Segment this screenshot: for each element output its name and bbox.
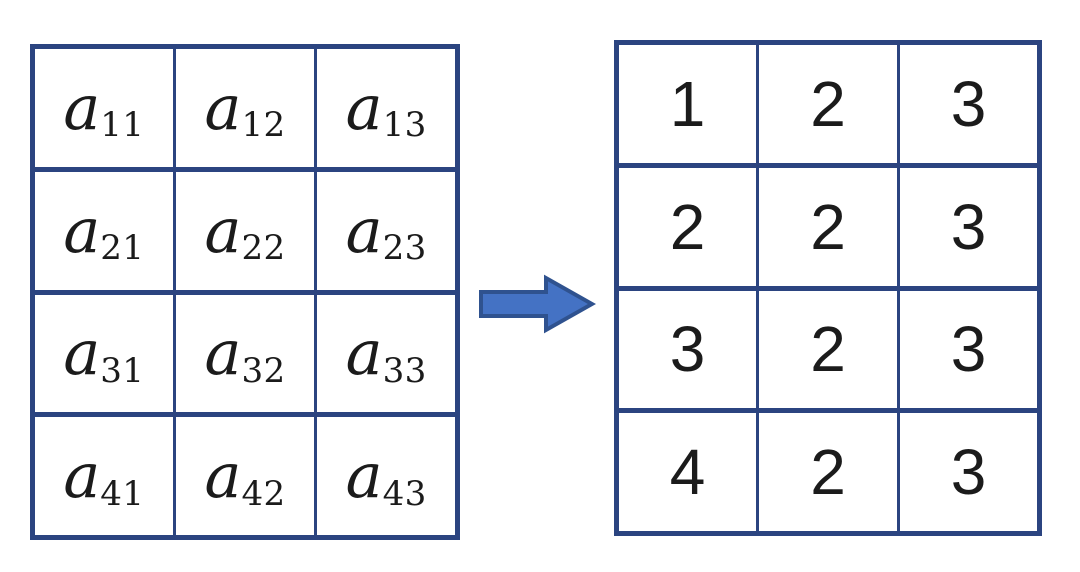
- cell-symbol: a: [345, 70, 383, 144]
- cell-symbol: a: [204, 70, 242, 144]
- cell-subscript: 42: [241, 473, 286, 514]
- matrix-cell: a33: [314, 289, 459, 418]
- matrix-cell: a22: [172, 166, 318, 295]
- cell-subscript: 12: [241, 105, 286, 146]
- matrix-cell: a23: [314, 166, 459, 295]
- matrix-cell-value: 2: [756, 40, 900, 168]
- cell-subscript: 13: [382, 105, 427, 146]
- cell-subscript: 11: [100, 105, 145, 146]
- cell-symbol: a: [63, 439, 101, 513]
- cell-symbol: a: [345, 316, 383, 390]
- cell-subscript: 41: [100, 473, 145, 514]
- matrix-cell: a43: [314, 412, 459, 540]
- matrix-cell-value: 3: [615, 285, 759, 414]
- matrix-cell-value: 2: [756, 408, 900, 536]
- matrix-cell-value: 2: [756, 162, 900, 291]
- matrix-cell: a42: [172, 412, 318, 540]
- cell-symbol: a: [345, 439, 383, 513]
- cell-symbol: a: [204, 316, 242, 390]
- cell-subscript: 31: [100, 350, 145, 391]
- cell-symbol: a: [345, 193, 383, 267]
- matrix-cell-value: 3: [897, 408, 1041, 536]
- cell-symbol: a: [63, 193, 101, 267]
- cell-symbol: a: [204, 193, 242, 267]
- matrix-cell-value: 3: [897, 40, 1041, 168]
- matrix-cell: a13: [314, 44, 459, 172]
- matrix-cell: a31: [31, 289, 176, 418]
- arrow-container: [478, 274, 596, 334]
- matrix-cell-value: 3: [897, 285, 1041, 414]
- cell-subscript: 43: [382, 473, 427, 514]
- matrix-cell-value: 4: [615, 408, 759, 536]
- cell-subscript: 32: [241, 350, 286, 391]
- matrix-cell: a21: [31, 166, 176, 295]
- matrix-cell-value: 3: [897, 162, 1041, 291]
- cell-subscript: 33: [382, 350, 427, 391]
- cell-subscript: 23: [382, 228, 427, 269]
- cell-subscript: 22: [241, 228, 286, 269]
- cell-subscript: 21: [100, 228, 145, 269]
- matrix-cell-value: 2: [756, 285, 900, 414]
- matrix-cell: a12: [172, 44, 318, 172]
- matrix-cell-value: 2: [615, 162, 759, 291]
- cell-symbol: a: [204, 439, 242, 513]
- cell-symbol: a: [63, 316, 101, 390]
- matrix-cell-value: 1: [615, 40, 759, 168]
- matrix-cell: a41: [31, 412, 176, 540]
- matrix-cell: a32: [172, 289, 318, 418]
- cell-symbol: a: [63, 70, 101, 144]
- matrix-cell: a11: [31, 44, 176, 172]
- right-arrow-icon: [479, 274, 596, 334]
